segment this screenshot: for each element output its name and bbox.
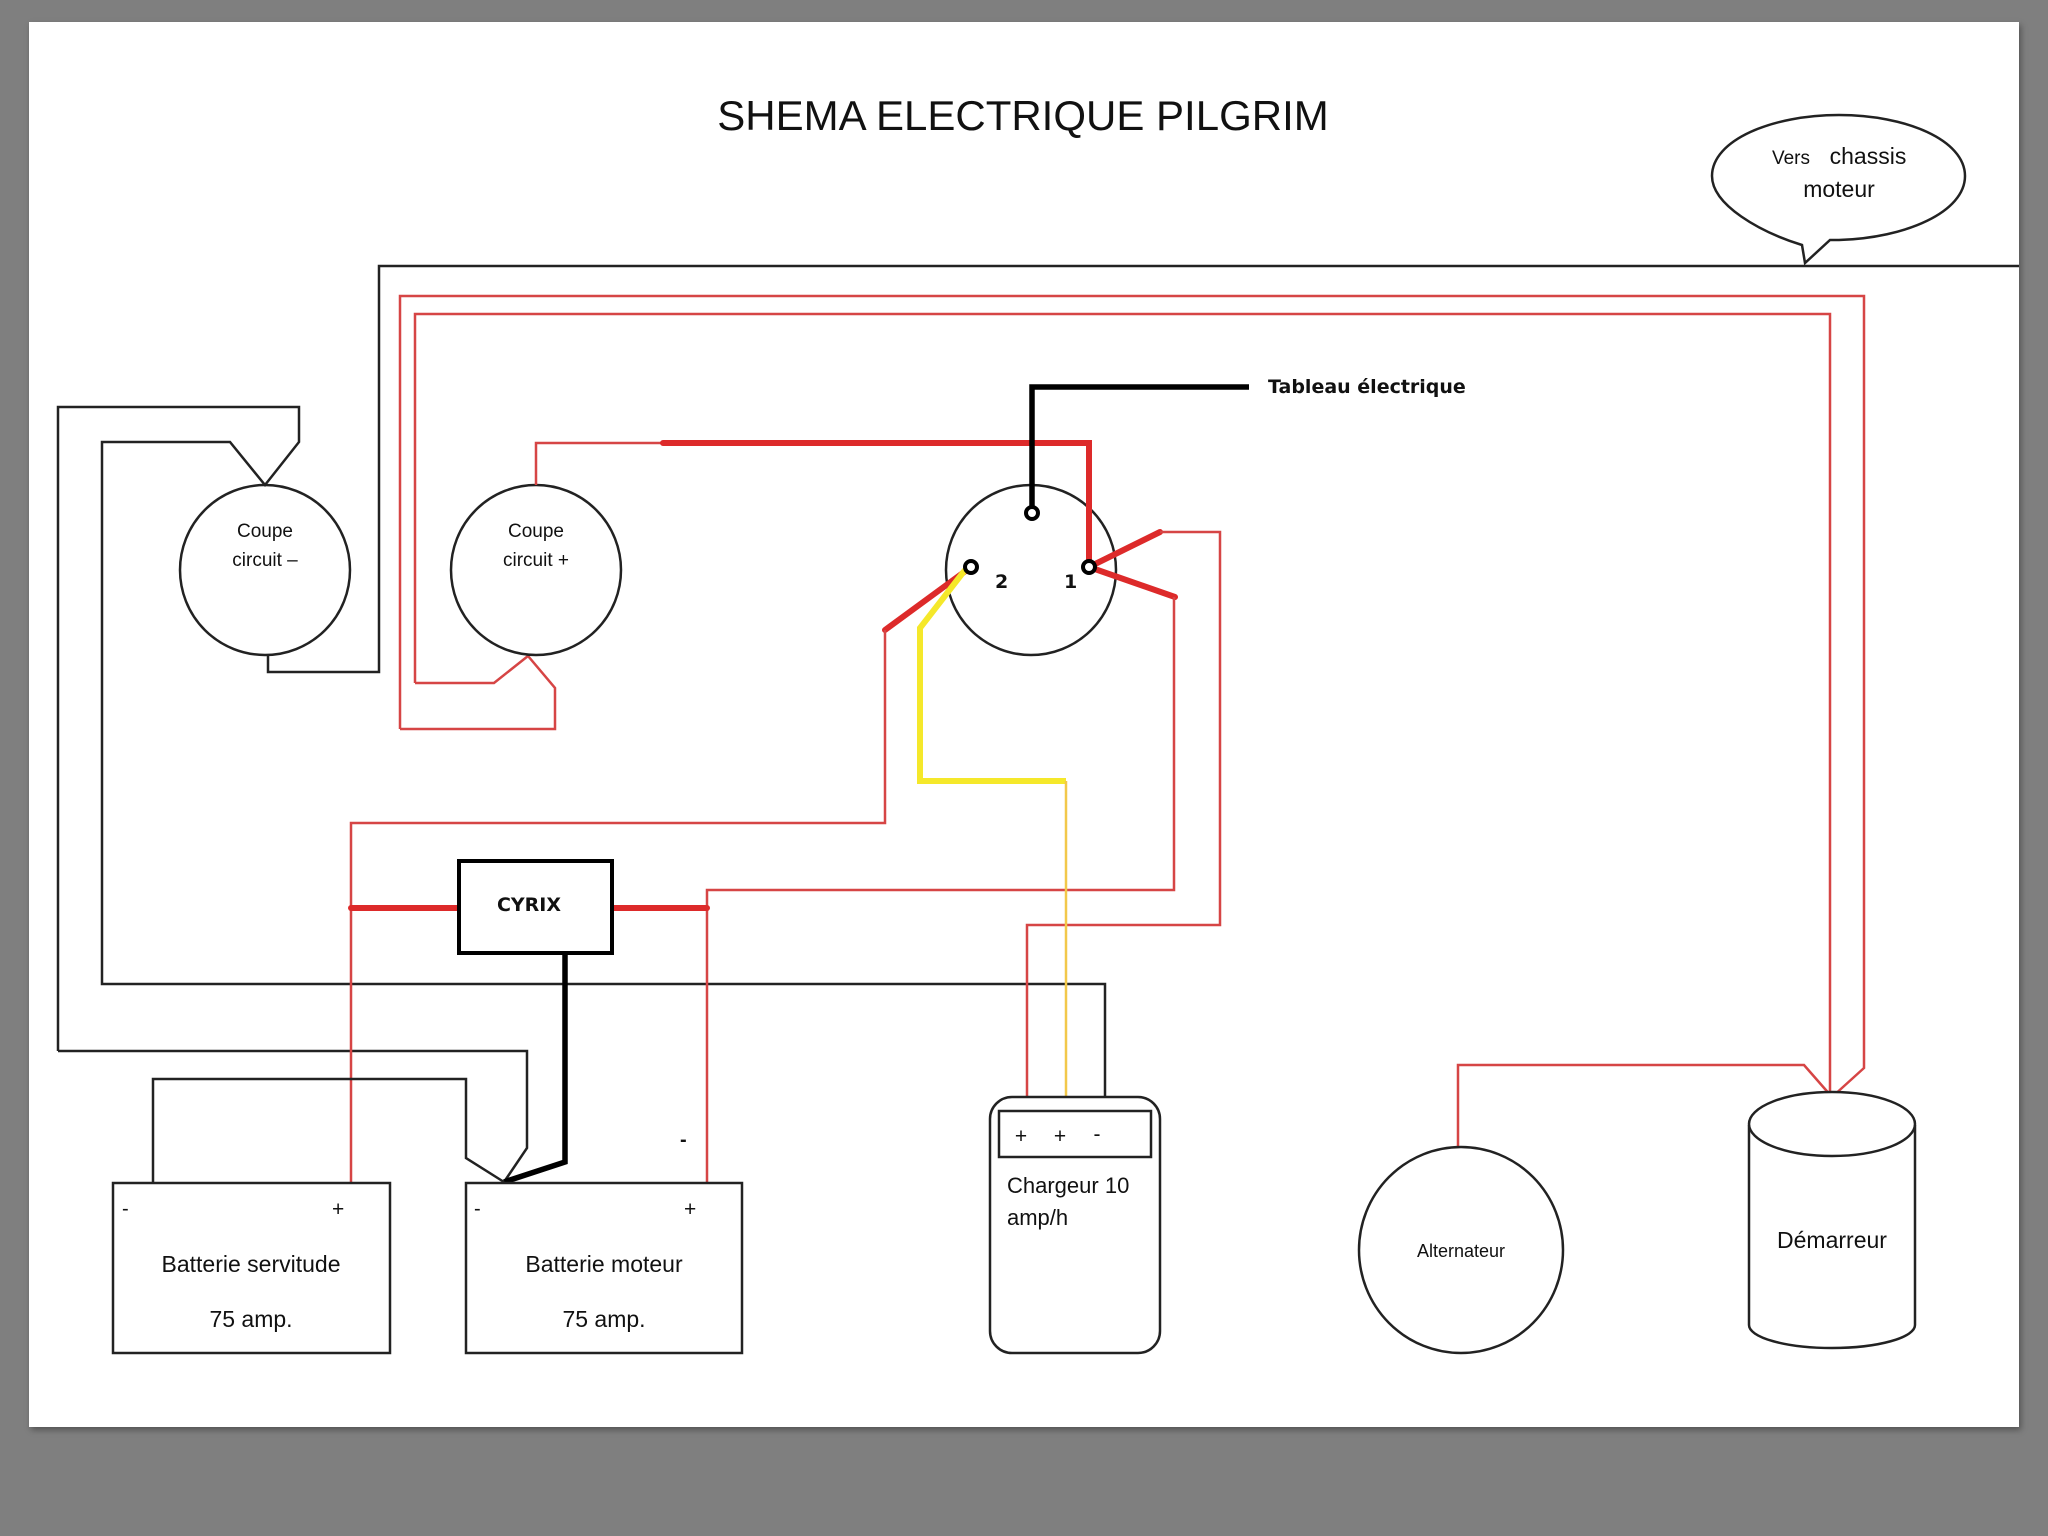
charger-terminal-minus: - bbox=[1094, 1123, 1101, 1146]
charger-terminal-plus-1: + bbox=[1015, 1125, 1027, 1148]
service-battery-plus: + bbox=[332, 1198, 344, 1221]
callout-text-chassis: chassis bbox=[1830, 143, 1907, 169]
cutoff-negative-label-2: circuit – bbox=[232, 550, 298, 571]
cutoff-switch-negative[interactable]: Coupe circuit – bbox=[178, 483, 352, 657]
cyrix-relay[interactable]: CYRIX bbox=[457, 859, 614, 955]
service-battery-minus: - bbox=[122, 1198, 129, 1220]
charger-yellow-wire-thick bbox=[917, 568, 1066, 784]
terminal-2-label: 2 bbox=[995, 571, 1008, 593]
selector-common-terminal[interactable] bbox=[1024, 505, 1040, 521]
diagram-title: SHEMA ELECTRIQUE PILGRIM bbox=[717, 92, 1328, 139]
battery-charger[interactable]: + + - Chargeur 10 amp/h bbox=[988, 1095, 1162, 1355]
terminal-1-label: 1 bbox=[1064, 571, 1077, 593]
starter-positive-wire-outer bbox=[398, 294, 1866, 1098]
cutoff-negative-label-1: Coupe bbox=[237, 521, 293, 542]
service-battery-capacity: 75 amp. bbox=[209, 1306, 292, 1332]
stray-minus-mark: - bbox=[680, 1129, 687, 1151]
starter-body[interactable] bbox=[1747, 1125, 1917, 1350]
cutoff-positive-label-2: circuit + bbox=[503, 550, 569, 571]
callout-text-moteur: moteur bbox=[1803, 176, 1875, 202]
charger-body[interactable] bbox=[988, 1095, 1162, 1355]
negative-outer-wire bbox=[58, 1049, 529, 1183]
cutoff-positive-top-wire bbox=[534, 441, 663, 485]
negative-loop-wire bbox=[56, 405, 1107, 1097]
engine-battery-body[interactable] bbox=[464, 1181, 744, 1355]
service-battery-positive-wire bbox=[349, 630, 887, 1183]
starter-positive-wire-inner bbox=[413, 312, 1832, 1097]
charger-terminal-plus-2: + bbox=[1054, 1125, 1066, 1148]
service-battery-name: Batterie servitude bbox=[162, 1251, 341, 1277]
charger-terminal-strip bbox=[997, 1109, 1153, 1159]
cutoff-positive-loop bbox=[400, 654, 557, 731]
engine-battery-minus: - bbox=[474, 1198, 481, 1220]
engine-battery-capacity: 75 amp. bbox=[562, 1306, 645, 1332]
service-battery-body[interactable] bbox=[111, 1181, 392, 1355]
chassis-ground-wire bbox=[266, 264, 2019, 674]
engine-battery-positive-wire bbox=[705, 597, 1176, 1183]
service-battery[interactable]: - + Batterie servitude 75 amp. bbox=[111, 1181, 392, 1355]
alternator-label: Alternateur bbox=[1417, 1241, 1505, 1261]
engine-battery-plus: + bbox=[684, 1198, 696, 1221]
battery-negative-link bbox=[151, 1077, 505, 1184]
alternator-body[interactable] bbox=[1357, 1145, 1565, 1355]
cutoff-positive-label-1: Coupe bbox=[508, 521, 564, 542]
engine-battery-name: Batterie moteur bbox=[525, 1251, 683, 1277]
chassis-callout: Vers chassis moteur bbox=[1710, 113, 1967, 266]
panel-label: Tableau électrique bbox=[1268, 376, 1466, 398]
cyrix-body[interactable] bbox=[457, 859, 614, 955]
positive-feed-wire bbox=[660, 440, 1092, 570]
charger-positive-wire bbox=[1025, 530, 1222, 1097]
starter-motor[interactable]: Démarreur bbox=[1747, 1090, 1917, 1350]
selector-terminal-1[interactable] bbox=[1081, 559, 1097, 575]
charger-label-2: amp/h bbox=[1007, 1205, 1068, 1230]
callout-text-vers: Vers bbox=[1772, 148, 1810, 169]
cyrix-ground-wire bbox=[503, 953, 568, 1185]
cyrix-label: CYRIX bbox=[497, 894, 561, 916]
engine-battery[interactable]: - + Batterie moteur 75 amp. bbox=[464, 1181, 744, 1355]
callout-bubble bbox=[1710, 113, 1967, 266]
panel-wire bbox=[1029, 384, 1249, 513]
selector-terminal-2[interactable] bbox=[963, 559, 979, 575]
alternator[interactable]: Alternateur bbox=[1357, 1145, 1565, 1355]
charger-label-1: Chargeur 10 bbox=[1007, 1173, 1129, 1198]
starter-top bbox=[1747, 1090, 1917, 1158]
cutoff-switch-positive[interactable]: Coupe circuit + bbox=[449, 483, 623, 657]
alternator-wire bbox=[1456, 1063, 1833, 1148]
starter-label: Démarreur bbox=[1777, 1227, 1887, 1253]
